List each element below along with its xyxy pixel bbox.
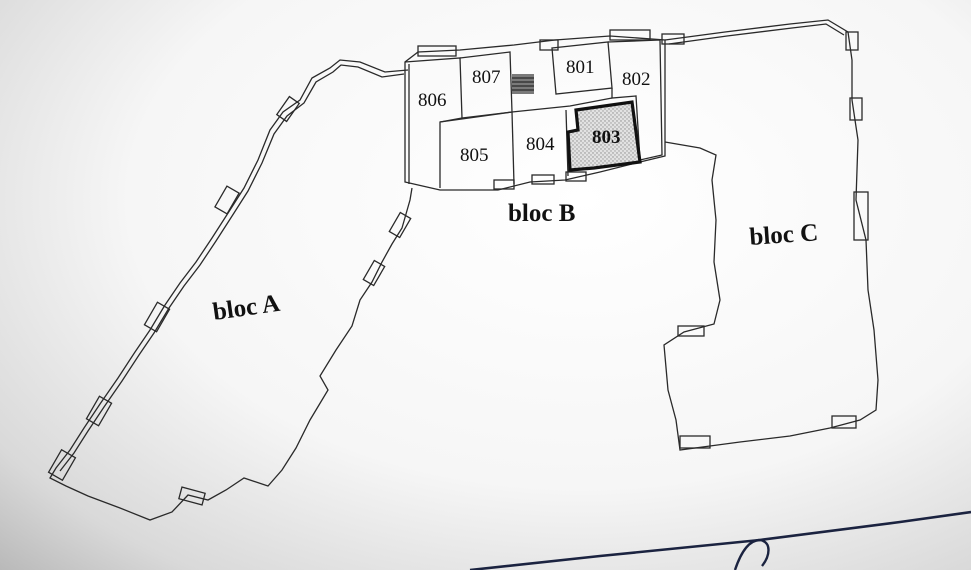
unit-label-807: 807: [472, 67, 501, 88]
unit-label-803: 803: [592, 127, 621, 148]
bloc-c-label: bloc C: [749, 219, 819, 251]
bloc-a-outline: [47, 59, 413, 521]
bloc-c-outline: [661, 19, 879, 451]
unit-803-highlight: [566, 100, 642, 172]
unit-label-804: 804: [526, 134, 555, 155]
unit-label-802: 802: [622, 69, 651, 90]
unit-label-806: 806: [418, 90, 447, 111]
unit-label-801: 801: [566, 57, 595, 78]
bloc-b-label: bloc B: [508, 200, 575, 227]
signature-mark: [469, 510, 971, 570]
bloc-a-label: bloc A: [211, 290, 281, 326]
unit-label-805: 805: [460, 145, 489, 166]
